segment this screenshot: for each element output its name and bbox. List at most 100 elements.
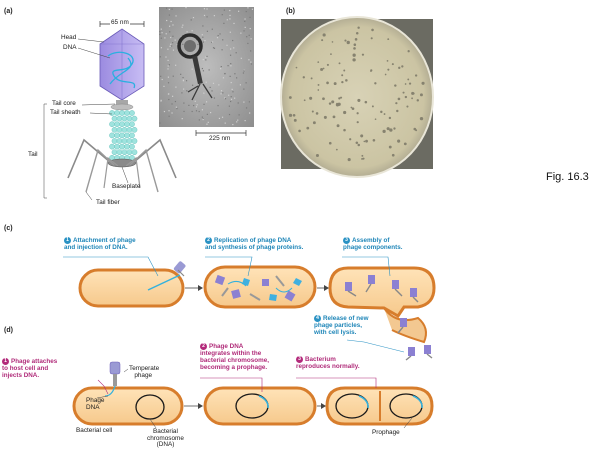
micrograph-grain xyxy=(243,30,245,32)
plaque-dot xyxy=(356,121,359,124)
plaque-dot xyxy=(353,43,357,46)
micrograph-grain xyxy=(172,24,174,26)
micrograph-grain xyxy=(236,77,238,79)
micrograph-grain xyxy=(238,10,240,12)
plaque-dot xyxy=(317,61,320,63)
plaque-dot xyxy=(371,105,374,108)
micrograph-grain xyxy=(230,65,232,67)
micrograph-grain xyxy=(230,48,232,50)
micrograph-grain xyxy=(161,32,163,34)
plaque-dot xyxy=(322,97,325,101)
micrograph-grain xyxy=(171,95,174,97)
plaque-dot xyxy=(363,140,366,143)
plaque-dot xyxy=(386,59,389,62)
micrograph-grain xyxy=(171,45,173,47)
sheath-bead xyxy=(126,115,133,122)
tail-fiber-label: Tail fiber xyxy=(96,199,120,206)
micrograph-grain xyxy=(203,103,205,105)
plaque-dot xyxy=(288,96,292,99)
micrograph-grain xyxy=(206,123,208,125)
plaque-dot xyxy=(365,139,368,143)
plaques xyxy=(288,26,425,162)
micrograph-grain xyxy=(203,8,206,10)
micrograph-grain xyxy=(181,92,183,94)
micrograph-grain xyxy=(209,86,211,89)
micrograph-grain xyxy=(246,36,248,38)
micrograph-grain xyxy=(222,92,224,94)
plaque-dot xyxy=(355,141,359,144)
micrograph-grain xyxy=(169,45,171,47)
plaque-dot xyxy=(406,105,409,108)
micrograph-grain xyxy=(232,39,234,42)
micrograph-grain xyxy=(165,56,167,58)
micrograph-grain xyxy=(239,84,241,86)
micrograph-grain xyxy=(206,30,209,32)
plaque-dot xyxy=(330,53,332,56)
plaque-dot xyxy=(356,112,359,115)
micrograph-grain xyxy=(226,44,228,46)
sheath-bead xyxy=(121,115,128,122)
micrograph-grain xyxy=(232,123,234,126)
plaque-dot xyxy=(311,110,314,113)
sheath-bead xyxy=(114,143,120,150)
micrograph-grain xyxy=(195,110,198,112)
micrograph-grain xyxy=(160,100,162,102)
plaque-dot xyxy=(312,121,316,125)
micrograph-grain xyxy=(249,27,251,30)
micrograph-grain xyxy=(216,37,219,39)
plaque-dot xyxy=(326,81,329,85)
micrograph-grain xyxy=(205,101,208,103)
plaque-dot xyxy=(315,112,319,115)
plaque-dot xyxy=(383,113,386,115)
micrograph-grain xyxy=(191,68,193,70)
micrograph-grain xyxy=(202,41,204,43)
micrograph-grain xyxy=(169,25,171,27)
micrograph-grain xyxy=(234,73,236,75)
micrograph-grain xyxy=(168,93,170,95)
micrograph-grain xyxy=(223,22,225,24)
plaque-dot xyxy=(292,113,296,117)
plaque-dot xyxy=(343,128,346,132)
plaque-dot xyxy=(407,50,410,53)
temperate-phage-label: Temperate phage xyxy=(129,365,160,379)
micrograph-grain xyxy=(168,115,170,117)
micrograph-grain xyxy=(224,73,226,75)
micrograph-grain xyxy=(159,33,161,36)
plaque-dot xyxy=(421,81,425,85)
micrograph-grain xyxy=(220,93,222,95)
micrograph-grain xyxy=(206,113,208,115)
micrograph-grain xyxy=(175,15,177,17)
sheath-bead xyxy=(119,110,125,116)
sheath-bead xyxy=(126,127,133,133)
plaque-dot xyxy=(343,110,347,115)
micrograph-grain xyxy=(192,16,195,19)
step-number-badge: 3 xyxy=(296,356,303,363)
micrograph-grain xyxy=(194,100,196,102)
micrograph-grain xyxy=(174,39,176,41)
plaque-dot xyxy=(331,100,335,104)
micrograph-grain xyxy=(196,38,198,41)
sheath-bead xyxy=(126,149,133,155)
micrograph-grain xyxy=(206,8,208,10)
micrograph-grain xyxy=(229,14,231,17)
micrograph-grain xyxy=(186,31,188,33)
micrograph-grain xyxy=(197,43,199,46)
micrograph-grain xyxy=(237,119,239,121)
micrograph-grain xyxy=(220,90,223,92)
micrograph-grain xyxy=(244,119,246,122)
sheath-bead xyxy=(129,132,135,139)
plaque-dot xyxy=(343,69,346,72)
plaque-dot xyxy=(328,141,332,145)
micrograph-grain xyxy=(217,105,219,107)
micrograph-grain xyxy=(228,94,230,96)
micrograph-grain xyxy=(237,102,239,104)
assembled-phages xyxy=(345,275,433,361)
micrograph-grain xyxy=(240,32,242,34)
micrograph-grain xyxy=(244,20,246,23)
sheath-bead xyxy=(111,138,118,144)
sheath-bead xyxy=(109,132,115,139)
sheath-bead xyxy=(131,138,138,144)
micrograph-grain xyxy=(201,34,203,36)
micrograph-grain xyxy=(231,88,233,90)
